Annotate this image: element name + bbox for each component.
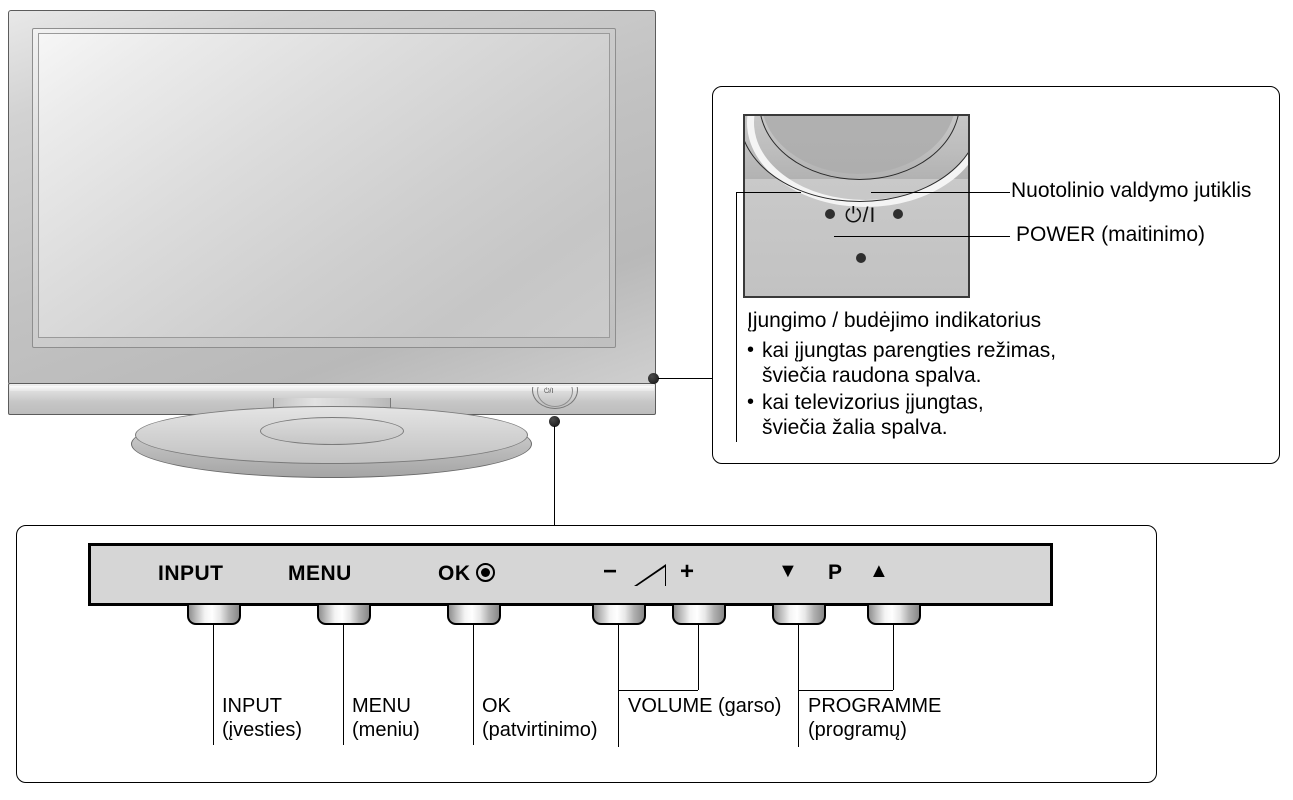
- lower-label-ok: OK (patvirtinimo): [482, 694, 598, 743]
- lower-label-menu: MENU (meniu): [352, 694, 420, 743]
- button-programme-up[interactable]: [867, 605, 921, 625]
- detail-arc-outer: [745, 116, 968, 202]
- lower-label-programme-line2: (programų): [808, 719, 907, 742]
- control-panel-bar: [88, 543, 1053, 606]
- lower-label-ok-line1: OK: [482, 695, 511, 717]
- leader-standby-vertical: [736, 192, 737, 442]
- button-programme-down[interactable]: [772, 605, 826, 625]
- bullet-2-line-1: kai televizorius įjungtas,: [762, 391, 984, 414]
- lower-label-programme-line1: PROGRAMME: [808, 695, 942, 717]
- minus-icon: −: [603, 558, 618, 585]
- leader-remote-sensor: [871, 192, 1010, 193]
- leader-power: [834, 236, 1010, 237]
- tv-power-symbol-icon: ⏻/I: [544, 388, 554, 395]
- leader-line-volume-left: [618, 625, 619, 690]
- button-menu[interactable]: [317, 605, 371, 625]
- ok-dot-icon: [476, 563, 495, 582]
- leader-line-ok: [473, 625, 474, 745]
- leader-line-programme-left: [798, 625, 799, 690]
- triangle-up-icon: ▲: [869, 560, 890, 582]
- tv-side-indicator-dot: [648, 373, 659, 384]
- panel-label-ok: OK: [438, 562, 471, 585]
- tv-strip-highlight: [10, 386, 654, 391]
- bullet-1-line-2: šviečia raudona spalva.: [762, 363, 982, 387]
- leader-bracket-programme: [798, 690, 893, 691]
- lower-label-ok-line2: (patvirtinimo): [482, 719, 598, 742]
- leader-line-menu: [343, 625, 344, 745]
- programme-letter: P: [828, 561, 843, 584]
- leader-line-volume-right: [698, 625, 699, 690]
- panel-label-input: INPUT: [158, 562, 224, 585]
- detail-power-area: ⏻/I: [743, 114, 970, 298]
- panel-label-menu: MENU: [288, 562, 352, 585]
- bullet-marker: •: [747, 391, 755, 413]
- leader-standby-horizontal: [736, 192, 801, 193]
- leader-line-volume-stem: [618, 690, 619, 747]
- tv-controls-indicator-dot: [549, 416, 560, 427]
- lower-label-input: INPUT (įvesties): [222, 694, 302, 743]
- leader-line-tv-to-panel: [554, 426, 555, 525]
- label-power: POWER (maitinimo): [1016, 223, 1206, 246]
- bullet-2-line-2: šviečia žalia spalva.: [762, 415, 948, 439]
- lower-label-input-line2: (įvesties): [222, 719, 303, 742]
- indicator-bullet-2: • kai televizorius įjungtas, šviečia žal…: [747, 391, 984, 441]
- button-volume-up[interactable]: [672, 605, 726, 625]
- tv-front-view: ⏻/I: [0, 0, 680, 478]
- leader-line-programme-right: [893, 625, 894, 690]
- leader-line-tv-to-callout: [658, 378, 714, 379]
- label-remote-sensor: Nuotolinio valdymo jutiklis: [1011, 179, 1252, 202]
- leader-line-programme-stem: [798, 690, 799, 747]
- button-input[interactable]: [187, 605, 241, 625]
- plus-icon: +: [680, 558, 695, 585]
- lower-label-volume: VOLUME (garso): [628, 694, 781, 718]
- indicator-bullet-1: • kai įjungtas parengties režimas, švieč…: [747, 339, 1056, 389]
- button-volume-down[interactable]: [592, 605, 646, 625]
- tv-power-indicator-area: ⏻/I: [530, 387, 578, 413]
- indicator-heading: Įjungimo / budėjimo indikatorius: [747, 309, 1042, 332]
- remote-sensor-dot: [893, 209, 903, 219]
- tv-stand-neck-ring: [260, 417, 404, 445]
- bullet-marker: •: [747, 339, 755, 361]
- lower-label-input-line1: INPUT: [222, 695, 282, 717]
- lower-label-programme: PROGRAMME (programų): [808, 694, 941, 743]
- power-indicator-callout: ⏻/I Nuotolinio valdymo jutiklis POWER (m…: [712, 86, 1280, 464]
- standby-indicator-dot: [825, 209, 835, 219]
- volume-triangle-icon: [634, 564, 666, 586]
- tv-screen: [38, 33, 610, 338]
- triangle-down-icon: ▼: [778, 560, 799, 582]
- leader-bracket-volume: [618, 690, 698, 691]
- lower-label-menu-line1: MENU: [352, 695, 411, 717]
- leader-line-input: [213, 625, 214, 745]
- lower-label-menu-line2: (meniu): [352, 719, 420, 742]
- bullet-1-line-1: kai įjungtas parengties režimas,: [762, 339, 1057, 362]
- button-ok[interactable]: [447, 605, 501, 625]
- lower-label-volume-line1: VOLUME (garso): [628, 695, 782, 717]
- detail-power-symbol-icon: ⏻/I: [845, 204, 877, 227]
- power-button-dot: [856, 253, 866, 263]
